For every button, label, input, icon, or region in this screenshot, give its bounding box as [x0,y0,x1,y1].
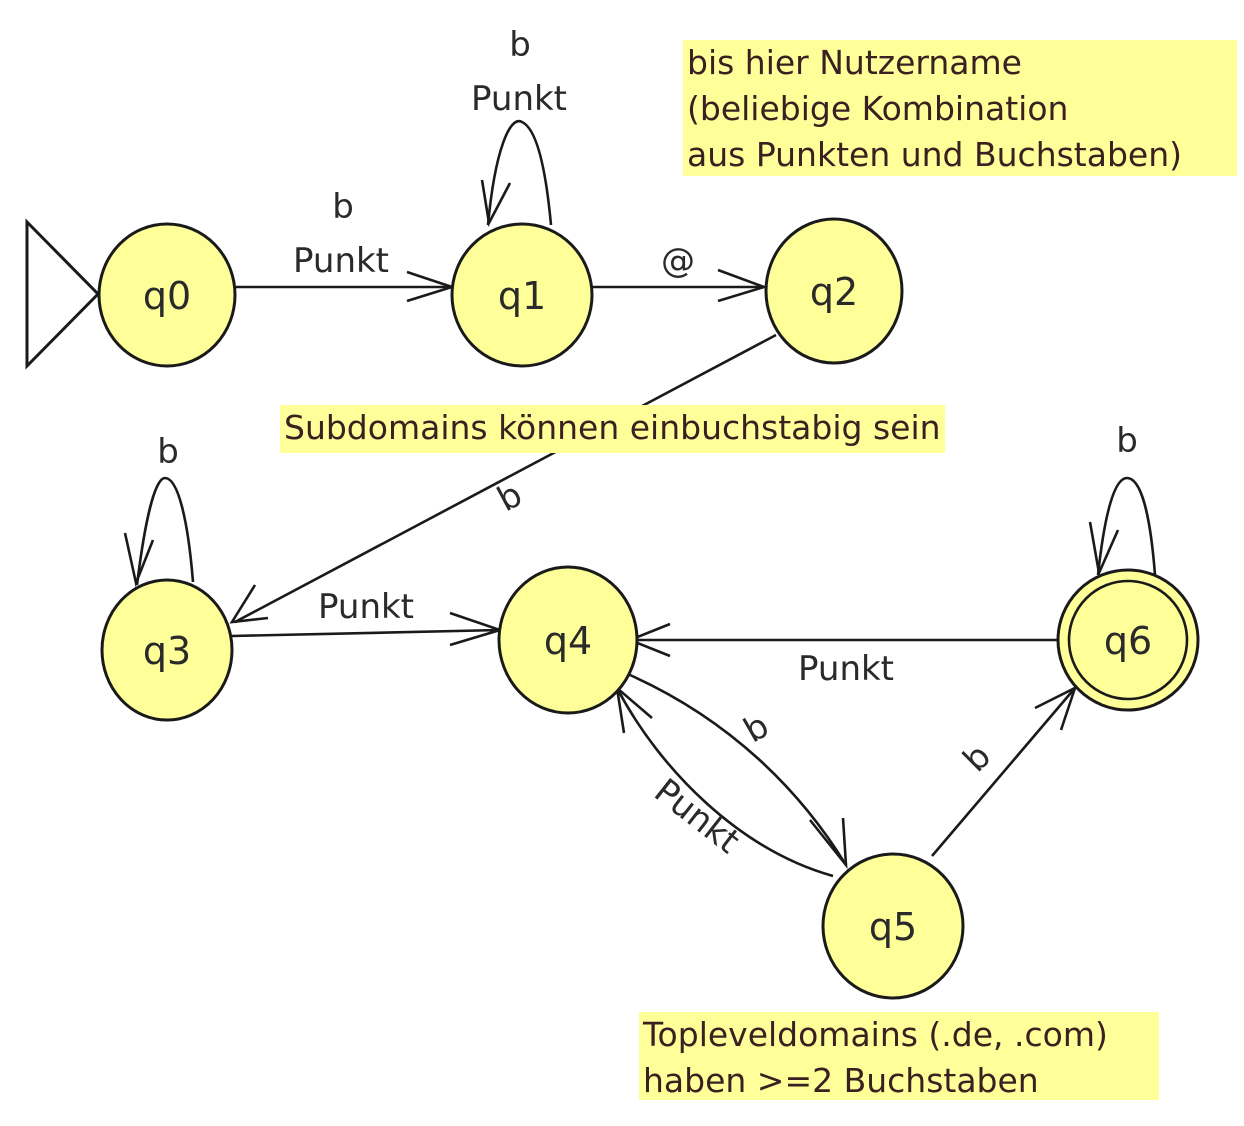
state-label: q3 [143,629,191,673]
edge-q6-q6-loop [1088,476,1157,578]
edge-label: @ [661,241,695,281]
state-q0[interactable]: q0 [97,222,237,368]
edge-label: b [955,736,999,780]
state-label: q1 [498,274,546,318]
state-label: q5 [869,905,917,949]
state-label: q6 [1104,619,1152,663]
edge-label: Punkt [798,649,894,689]
edge-label: b [1116,421,1138,461]
state-label: q4 [544,619,592,663]
edge-q3-q3-loop [123,476,195,588]
edge-q2-q3 [229,333,777,624]
edge-label: b [509,25,531,65]
edge-q1-q2 [592,268,769,303]
state-label: q2 [810,270,858,314]
note-subdomain: Subdomains können einbuchstabig sein [280,405,945,453]
edge-label: Punkt [471,79,567,119]
state-q4[interactable]: q4 [497,565,639,715]
note-tld: Topleveldomains (.de, .com) haben >=2 Bu… [639,1012,1159,1100]
state-q3[interactable]: q3 [100,578,234,722]
note-username: bis hier Nutzername (beliebige Kombinati… [683,40,1237,176]
start-marker [25,218,101,370]
edge-q1-q1-loop [480,119,553,228]
edge-label: b [157,432,179,472]
edge-q5-q6 [931,685,1078,857]
state-label: q0 [143,274,191,318]
edge-label: Punkt [318,587,414,627]
edge-q4-q5 [629,673,848,870]
state-q6-accepting[interactable]: q6 [1056,568,1200,712]
edge-label: b [491,475,529,520]
state-q1[interactable]: q1 [450,222,594,368]
state-q2[interactable]: q2 [764,217,904,365]
edge-label: b [332,187,354,227]
state-q5[interactable]: q5 [821,852,965,1000]
edge-label: Punkt [293,241,389,281]
edge-label: Punkt [647,771,747,862]
